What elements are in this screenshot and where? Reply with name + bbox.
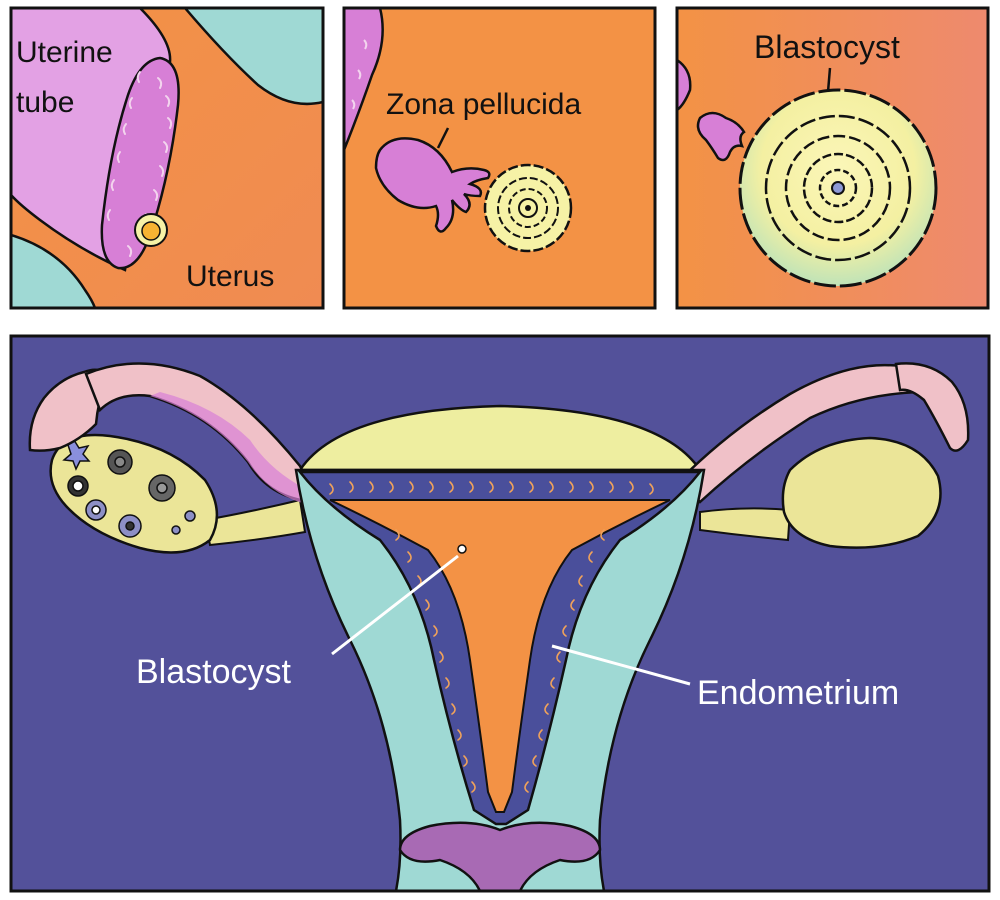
panel-1-border: [9, 6, 325, 310]
panel-2-border: [342, 6, 657, 310]
zona-pointer-line: [436, 127, 450, 149]
left-ovarian-ligament: [203, 498, 307, 547]
panel-zona-pellucida: Zona pellucida: [344, 8, 655, 308]
label-blastocyst-panel: Blastocyst: [754, 29, 900, 65]
hatched-blastocyst-large: [738, 88, 938, 288]
label-zona-pellucida: Zona pellucida: [386, 88, 581, 121]
cervix: [398, 821, 602, 891]
blastocyst-pointer-line: [826, 67, 832, 93]
label-tube: tube: [16, 86, 74, 119]
label-uterine: Uterine: [16, 36, 113, 69]
ovulation-star: [62, 438, 91, 471]
endometrium-leader-line: [551, 644, 691, 686]
left-tube-purple-core: [150, 392, 310, 505]
left-ovary: [49, 433, 219, 554]
right-ovarian-ligament: [699, 507, 792, 542]
panel-blastocyst: Blastocyst: [677, 8, 988, 308]
early-embryo-inner: [141, 221, 161, 241]
main-panel-border: [9, 334, 991, 893]
right-ovary: [781, 436, 942, 549]
label-endometrium: Endometrium: [697, 674, 899, 712]
blastocyst-leader-line: [331, 554, 459, 656]
sliver-folds: [351, 39, 368, 110]
panel-3-border: [675, 6, 990, 310]
label-uterus: Uterus: [186, 260, 274, 293]
endometrial-glands: [329, 481, 654, 793]
ovarian-follicles: [62, 438, 196, 538]
panel-uterine-tube: Uterine tube Uterus: [11, 8, 323, 308]
right-fimbriae: [894, 362, 970, 452]
uterine-cavity: [329, 499, 671, 813]
teal-region-top: [183, 8, 323, 106]
uterine-tube-lumen: [100, 56, 180, 270]
zona-pellucida-shell: [374, 137, 491, 233]
panel-uterus-anatomy: Blastocyst Endometrium: [11, 336, 989, 891]
label-blastocyst-main: Blastocyst: [136, 653, 291, 691]
teal-region-bottom: [11, 233, 97, 308]
tube-edge-sliver: [344, 8, 384, 151]
blastocyst-marker: [457, 544, 467, 554]
tube-edge-sliver-3: [677, 58, 692, 112]
uterine-fundus-wall: [297, 404, 703, 472]
lumen-folds: [106, 71, 173, 257]
hatched-blastocyst-small: [483, 163, 573, 253]
zona-fragment: [696, 111, 746, 162]
